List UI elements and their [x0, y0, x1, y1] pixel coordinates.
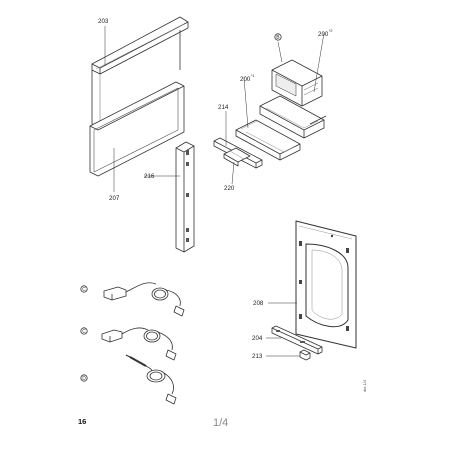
label-208: 208 — [253, 300, 264, 307]
leader-lines — [104, 26, 325, 357]
control-module-b — [271, 59, 323, 107]
part-216-vertical-rail — [175, 141, 195, 253]
label-216: 216 — [144, 173, 155, 180]
callout-c1 — [80, 285, 88, 293]
label-207: 207 — [109, 195, 120, 202]
label-213: 213 — [252, 353, 263, 360]
label-204: 204 — [252, 335, 263, 342]
page-number: 16 — [78, 417, 87, 426]
callout-d — [80, 374, 88, 382]
cable-assembly-d — [125, 354, 177, 405]
callout-c2-letter: C — [82, 329, 86, 335]
cable-assembly-c2 — [101, 327, 177, 361]
part-203-top-panel — [91, 16, 189, 129]
side-reference-code: dia 1/4 — [362, 379, 367, 392]
label-220: 220 — [224, 185, 235, 192]
part-200-tray-1 — [235, 119, 301, 161]
part-207-lower-panel — [89, 81, 185, 177]
callout-b-letter: B — [276, 35, 280, 41]
part-204-hinge-bar — [271, 325, 323, 355]
label-200-2-sup: *2 — [329, 29, 332, 33]
label-203: 203 — [98, 18, 109, 25]
callout-b — [274, 33, 282, 41]
callout-c1-letter: C — [82, 287, 86, 293]
part-213-clip — [299, 349, 311, 361]
part-200-tray-2 — [259, 95, 327, 139]
cable-assembly-c1 — [103, 282, 185, 317]
label-200-1: 200 — [240, 76, 251, 83]
label-200-2: 200 — [318, 31, 329, 38]
part-220-bracket — [223, 147, 251, 167]
callout-d-letter: D — [82, 376, 86, 382]
callout-c2 — [80, 327, 88, 335]
label-200-1-sup: *1 — [251, 74, 254, 78]
part-208-door-frame — [295, 220, 357, 349]
label-214: 214 — [218, 104, 229, 111]
page-fraction: 1/4 — [213, 417, 229, 429]
